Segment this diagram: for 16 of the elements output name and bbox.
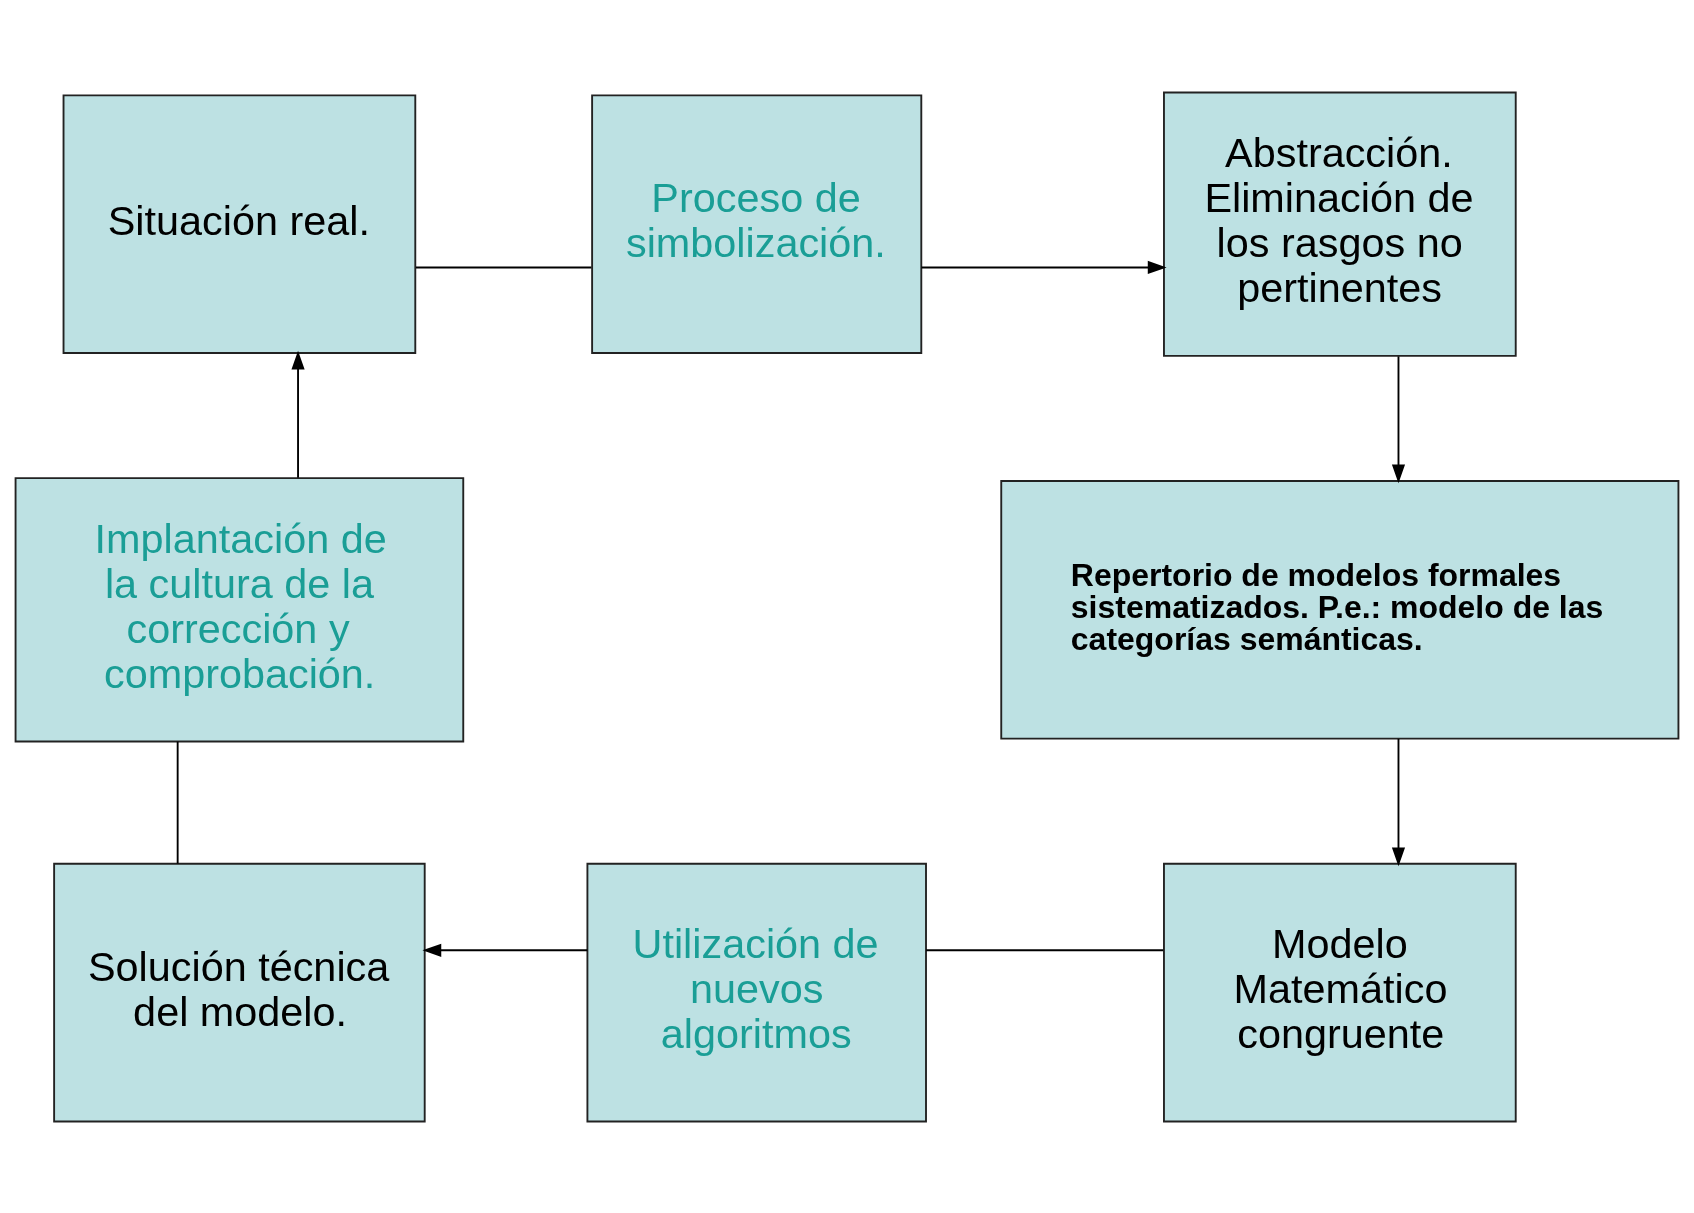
- arrow: [1391, 354, 1406, 483]
- node-box: Repertorio de modelos formales sistematizados. P.e.: modelo de las categorías semánticas.: [1000, 479, 1680, 740]
- node-box: Implantación de la cultura de la corrección y comprobación.: [14, 476, 465, 742]
- connector: [176, 740, 179, 864]
- node-box: Situación real.: [62, 93, 417, 354]
- node-box: Modelo Matemático congruente: [1163, 862, 1517, 1122]
- node-box: Proceso de simbolización.: [591, 93, 923, 354]
- arrow: [1391, 737, 1406, 866]
- node-box: Utilización de nuevos algoritmos: [586, 862, 927, 1122]
- node-box: Abstracción. Eliminación de los rasgos no pertinentes: [1163, 91, 1517, 357]
- arrow: [422, 943, 589, 957]
- arrow: [291, 350, 305, 479]
- connector: [925, 948, 1165, 951]
- arrow: [920, 260, 1167, 274]
- node-box: Solución técnica del modelo.: [53, 862, 426, 1122]
- connector: [415, 266, 593, 268]
